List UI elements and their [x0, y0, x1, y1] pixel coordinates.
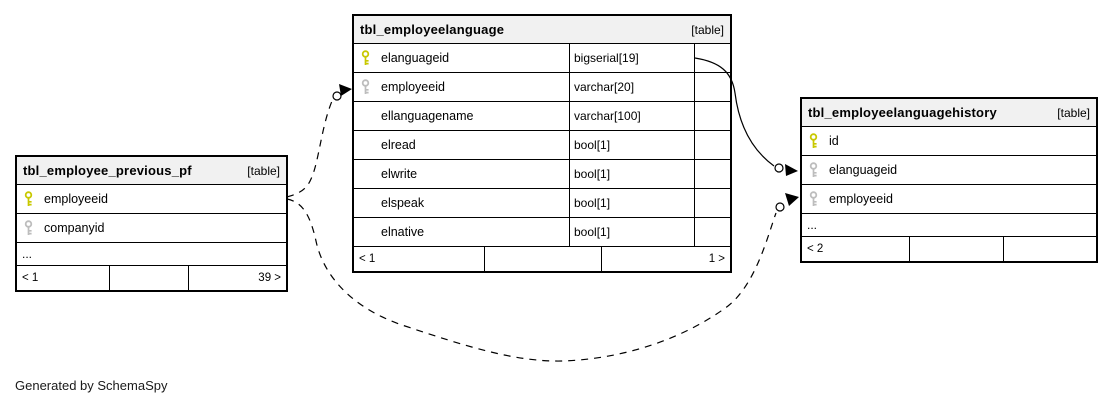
primary-key-icon [23, 191, 35, 207]
degree-right: 39 > [188, 266, 286, 290]
table-tag: [table] [247, 163, 280, 178]
edge-anchor-cell [694, 73, 730, 101]
column-name: elwrite [381, 167, 418, 181]
no-key-slot [360, 166, 372, 182]
column-name: elanguageid [829, 163, 898, 177]
primary-key-icon [808, 133, 820, 149]
generated-by-credit: Generated by SchemaSpy [15, 378, 168, 393]
no-key-slot [360, 108, 372, 124]
column-name: elnative [381, 225, 425, 239]
column-row: elread bool[1] [354, 131, 730, 160]
column-row: employeeid [17, 185, 286, 214]
table-tag: [table] [691, 22, 724, 37]
table-footer: < 1 39 > [17, 266, 286, 290]
zero-one-circle [775, 202, 785, 212]
table-header: tbl_employee_previous_pf [table] [17, 157, 286, 185]
column-name: employeeid [829, 192, 893, 206]
column-name: employeeid [44, 192, 108, 206]
column-row: employeeid varchar[20] [354, 73, 730, 102]
degree-right: 1 > [601, 247, 730, 271]
table-footer: < 2 [802, 237, 1096, 261]
column-type: bool[1] [569, 160, 694, 188]
edge-anchor-cell [694, 131, 730, 159]
column-row: elwrite bool[1] [354, 160, 730, 189]
no-key-slot [360, 195, 372, 211]
foreign-key-icon [808, 162, 820, 178]
column-row: elnative bool[1] [354, 218, 730, 247]
foreign-key-icon [23, 220, 35, 236]
degree-left: < 1 [359, 253, 376, 265]
edge-anchor-cell [694, 189, 730, 217]
table-header: tbl_employeelanguage [table] [354, 16, 730, 44]
column-row: elanguageid [802, 156, 1096, 185]
column-name: ellanguagename [381, 109, 474, 123]
column-row: elspeak bool[1] [354, 189, 730, 218]
degree-middle [109, 266, 188, 290]
no-key-slot [360, 224, 372, 240]
table-node-tbl_employeelanguagehistory[interactable]: tbl_employeelanguagehistory [table] id e… [800, 97, 1098, 263]
column-type: bool[1] [569, 189, 694, 217]
table-header: tbl_employeelanguagehistory [table] [802, 99, 1096, 127]
edge-anchor-cell [694, 160, 730, 188]
more-columns-indicator: ... [17, 243, 286, 266]
column-type: bigserial[19] [569, 44, 694, 72]
edge-employeeid-to-language-dashed [286, 84, 352, 198]
degree-left: < 2 [807, 243, 824, 255]
column-name: employeeid [381, 80, 445, 94]
column-row: ellanguagename varchar[100] [354, 102, 730, 131]
column-name: elread [381, 138, 416, 152]
column-row: id [802, 127, 1096, 156]
foreign-key-icon [360, 79, 372, 95]
arrowhead-icon [785, 164, 798, 176]
column-name: elanguageid [381, 51, 450, 65]
edge-anchor-cell [694, 102, 730, 130]
column-row: employeeid [802, 185, 1096, 214]
degree-left: < 1 [22, 272, 39, 284]
zero-one-circle [332, 91, 342, 101]
edge-anchor-cell [694, 44, 730, 72]
table-node-tbl_employeelanguage[interactable]: tbl_employeelanguage [table] elanguageid… [352, 14, 732, 273]
table-footer: < 1 1 > [354, 247, 730, 271]
table-title: tbl_employeelanguagehistory [808, 105, 997, 120]
more-columns-indicator: ... [802, 214, 1096, 237]
primary-key-icon [360, 50, 372, 66]
degree-right [1003, 237, 1096, 261]
zero-one-circle [774, 163, 784, 173]
table-title: tbl_employee_previous_pf [23, 163, 192, 178]
column-type: varchar[100] [569, 102, 694, 130]
table-title: tbl_employeelanguage [360, 22, 505, 37]
foreign-key-icon [808, 191, 820, 207]
arrowhead-icon [339, 84, 352, 96]
column-type: bool[1] [569, 131, 694, 159]
column-type: bool[1] [569, 218, 694, 246]
table-tag: [table] [1057, 105, 1090, 120]
column-name: companyid [44, 221, 105, 235]
column-type: varchar[20] [569, 73, 694, 101]
degree-middle [484, 247, 601, 271]
column-name: id [829, 134, 839, 148]
edge-anchor-cell [694, 218, 730, 246]
table-node-tbl_employee_previous_pf[interactable]: tbl_employee_previous_pf [table] employe… [15, 155, 288, 292]
degree-middle [909, 237, 1003, 261]
column-row: elanguageid bigserial[19] [354, 44, 730, 73]
no-key-slot [360, 137, 372, 153]
arrowhead-icon [785, 193, 799, 206]
column-row: companyid [17, 214, 286, 243]
column-name: elspeak [381, 196, 425, 210]
